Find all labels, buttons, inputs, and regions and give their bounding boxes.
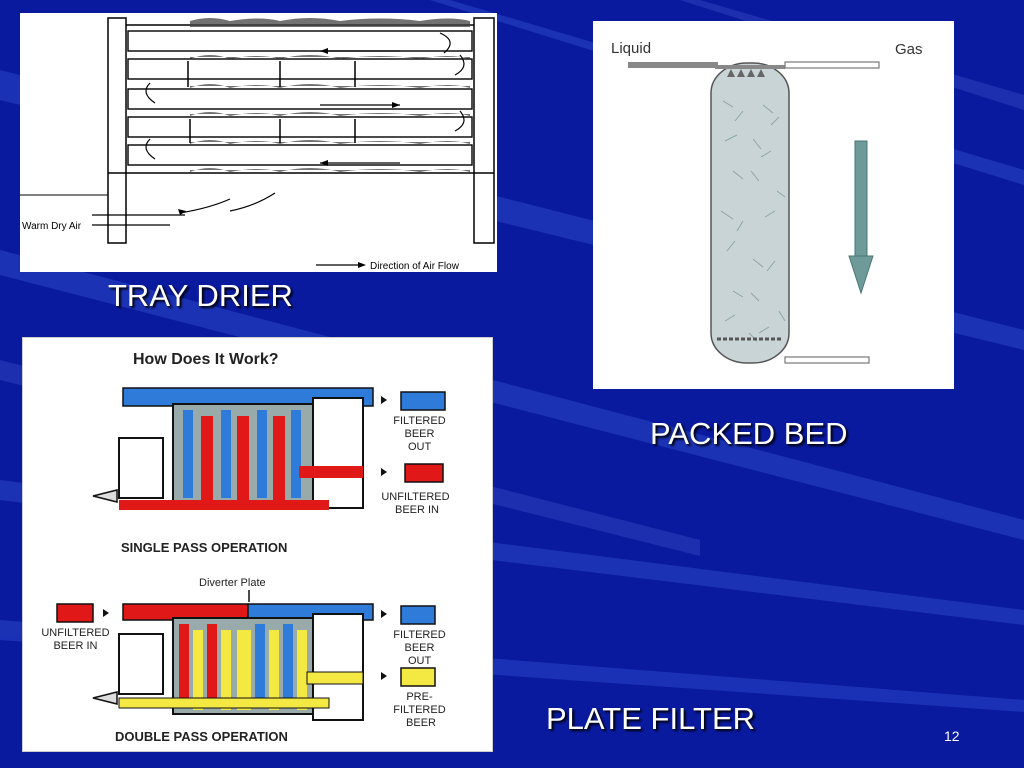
plate-filter-caption: PLATE FILTER <box>546 701 756 736</box>
double-pass-unit: UNFILTERED BEER IN FILTERED BEER OUT PRE… <box>41 603 448 729</box>
single-pass-unit: FILTERED BEER OUT UNFILTERED BEER IN <box>92 387 452 516</box>
packed-bed-drawing: Liquid Gas <box>611 40 923 364</box>
plate-filter-diagram: How Does It Work? FI <box>22 337 493 752</box>
tray-drier-diagram: Warm Dry Air Direction of Air Flow <box>20 13 497 272</box>
double-in-line1: UNFILTERED <box>41 627 109 639</box>
double-pre-line1: PRE- <box>406 691 433 703</box>
double-pass-heading: DOUBLE PASS OPERATION <box>115 729 288 744</box>
packed-bed-gas-label: Gas <box>895 41 923 58</box>
double-pre-line2: FILTERED <box>393 704 445 716</box>
svg-text:UNFILTERED BEER IN: UNFILTERED BEER IN FILTERED BEER OUT PRE… <box>41 627 448 729</box>
diverter-label: Diverter Plate <box>199 577 266 589</box>
slide-number: 12 <box>944 728 960 744</box>
packed-bed-caption: PACKED BED <box>650 416 848 451</box>
double-pre-line3: BEER <box>406 717 436 729</box>
single-out-line2: BEER <box>404 428 434 440</box>
tray-drier-legend-label: Direction of Air Flow <box>370 261 460 272</box>
tray-drier-drawing: Warm Dry Air Direction of Air Flow <box>20 17 495 272</box>
tray-drier-inlet-label: Warm Dry Air <box>22 221 82 232</box>
single-pass-heading: SINGLE PASS OPERATION <box>121 540 287 555</box>
double-in-line2: BEER IN <box>53 640 97 652</box>
plate-filter-drawing: How Does It Work? FI <box>41 351 452 744</box>
packed-bed-liquid-label: Liquid <box>611 40 651 57</box>
single-in-line2: BEER IN <box>395 504 439 516</box>
single-out-line1: FILTERED <box>393 415 445 427</box>
double-out-line2: BEER <box>404 642 434 654</box>
plate-filter-title: How Does It Work? <box>133 351 279 368</box>
packed-bed-diagram: Liquid Gas <box>593 21 954 389</box>
double-out-line3: OUT <box>408 655 432 667</box>
double-out-line1: FILTERED <box>393 629 445 641</box>
single-in-line1: UNFILTERED <box>381 491 449 503</box>
tray-drier-caption: TRAY DRIER <box>108 278 293 313</box>
single-out-line3: OUT <box>408 441 432 453</box>
svg-text:FILTERED BEER: FILTERED BEER OUT UNFILTERED BEER IN <box>381 415 452 516</box>
